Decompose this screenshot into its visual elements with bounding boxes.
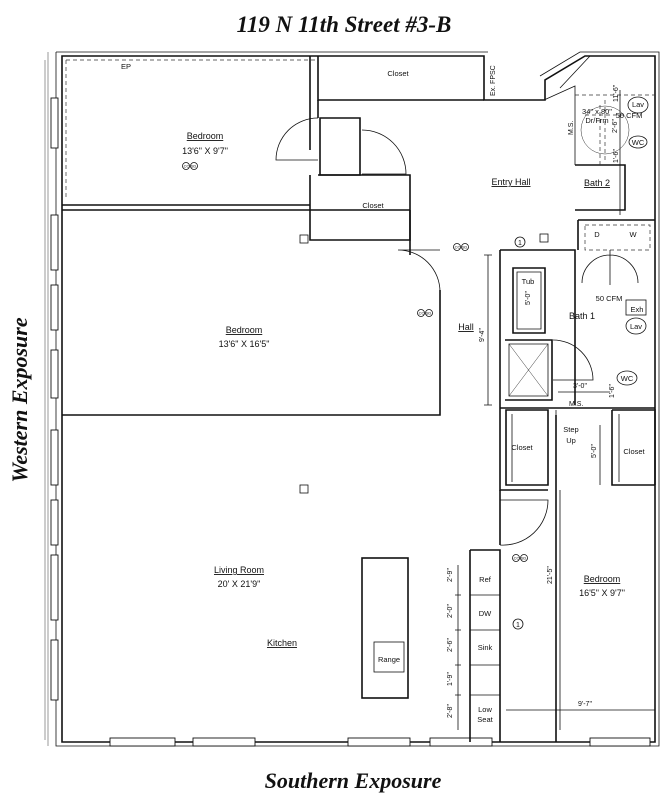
door-frame-label: Dr/Frm	[585, 116, 608, 125]
room-name-bedroom-w: Bedroom	[226, 325, 263, 335]
exterior-walls	[44, 51, 660, 747]
co-sd-label: CO SD	[455, 245, 468, 250]
room-name-bedroom-se: Bedroom	[584, 574, 621, 584]
co-sd-label: CO SD	[514, 556, 527, 561]
ms-label-north: M.S.	[568, 121, 575, 135]
west-windows	[50, 97, 59, 701]
room-name-living: Living Room	[214, 565, 264, 575]
dim-2-8: 2'-8"	[447, 704, 454, 718]
dim-1-9: 1'-9"	[447, 672, 454, 686]
room-name-hall: Hall	[458, 322, 474, 332]
room-name-bedroom-nw: Bedroom	[187, 131, 224, 141]
column-marker	[299, 484, 309, 494]
dim-21-5: 21'-5"	[547, 566, 554, 584]
ex-fpsc-label: Ex. FPSC	[490, 65, 497, 96]
co-sd-label: CO SD	[419, 311, 432, 316]
dim-2-6: 2'-6"	[612, 119, 619, 133]
tub-label: Tub	[522, 277, 535, 286]
closet-label-north: Closet	[387, 69, 409, 78]
room-size-bedroom-nw: 13'6" X 9'7"	[182, 146, 228, 156]
dim-2-6b: 2'-6"	[447, 638, 454, 652]
room-name-entry-hall: Entry Hall	[491, 177, 530, 187]
southern-exposure-label: Southern Exposure	[265, 768, 442, 793]
room-name-bath2: Bath 2	[584, 178, 610, 188]
south-windows	[109, 737, 651, 747]
room-name-bath1: Bath 1	[569, 311, 595, 321]
marker-circle	[514, 236, 526, 248]
room-size-living: 20' X 21'9"	[218, 579, 261, 589]
ep-label: EP	[121, 62, 131, 71]
bath2-lav-label: Lav	[632, 100, 644, 109]
column-marker	[299, 234, 309, 244]
plan-title: 119 N 11th Street #3-B	[237, 12, 452, 37]
bath1-fixtures	[616, 299, 647, 386]
door-frame-size: 34" x 80"	[582, 107, 612, 116]
closet-label-hall: Closet	[511, 443, 533, 452]
range-label: Range	[378, 655, 400, 664]
dim-1-6: 1'-6"	[613, 149, 620, 163]
dim-3-0: 3'-0"	[573, 383, 587, 390]
dryer-label: D	[594, 230, 600, 239]
column-marker	[539, 233, 549, 243]
ms-label-south: M.S.	[569, 401, 583, 408]
low-seat-label-1: Low	[478, 705, 492, 714]
room-name-kitchen: Kitchen	[267, 638, 297, 648]
dimension-lines	[455, 90, 655, 730]
dim-5-0-tub: 5'-0"	[525, 291, 532, 305]
bath1-wc-label: WC	[621, 374, 634, 383]
room-size-bedroom-se: 16'5" X 9'7"	[579, 588, 625, 598]
marker-number: 1	[518, 240, 522, 247]
low-seat-label-2: Seat	[477, 715, 493, 724]
dim-5-0-closet: 5'-0"	[591, 444, 598, 458]
co-sd-label: CO SD	[184, 164, 197, 169]
bath2-wc-label: WC	[632, 138, 645, 147]
marker-circle	[512, 618, 524, 630]
dim-1-6b: 1'-6"	[609, 384, 616, 398]
sink-label: Sink	[478, 643, 493, 652]
room-size-bedroom-w: 13'6" X 16'5"	[219, 339, 270, 349]
smoke-detectors	[182, 162, 528, 562]
dim-2-0: 2'-0"	[447, 604, 454, 618]
closet-label-bedroom: Closet	[623, 447, 645, 456]
dim-2-9: 2'-9"	[447, 568, 454, 582]
ref-label: Ref	[479, 575, 492, 584]
dishwasher-label: DW	[479, 609, 492, 618]
marker-number: 1	[516, 622, 520, 629]
dim-9-7: 9'-7"	[578, 701, 592, 708]
bath2-fan-label: 50 CFM	[616, 111, 643, 120]
closet-label-middle: Closet	[362, 201, 384, 210]
up-label: Up	[566, 436, 576, 445]
dim-9-4: 9'-4"	[479, 328, 486, 342]
bath1-lav-label: Lav	[630, 322, 642, 331]
exhaust-label: Exh	[631, 305, 644, 314]
bath1-fan-label: 50 CFM	[596, 294, 623, 303]
bath2-fixtures	[580, 96, 649, 160]
washer-label: W	[629, 230, 637, 239]
western-exposure-label: Western Exposure	[7, 317, 32, 482]
dim-11-6: 11'-6"	[613, 84, 620, 102]
step-label: Step	[563, 425, 578, 434]
interior-walls	[62, 56, 656, 742]
